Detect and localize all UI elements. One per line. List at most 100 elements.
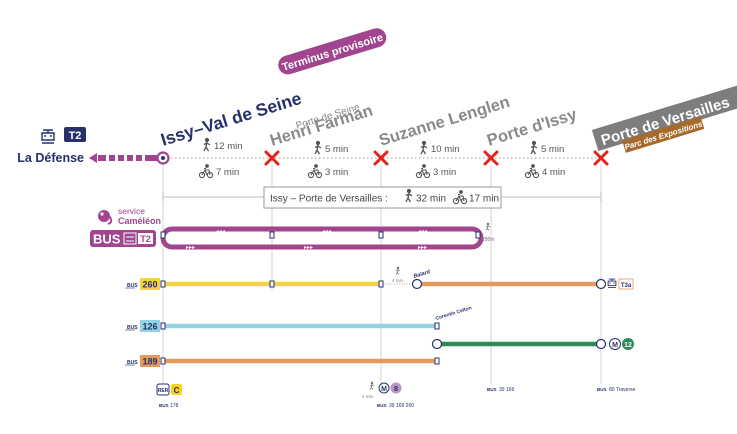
svg-text:▸▸▸: ▸▸▸ xyxy=(304,245,313,251)
station-labels: Issy–Val de Seine Terminus provisoire He… xyxy=(158,28,737,153)
segment-4: 5 min 4 min xyxy=(524,140,565,179)
tram-icon xyxy=(606,276,618,289)
walk-icon xyxy=(369,381,375,390)
lenglen-bus-lines: 39 169 260 xyxy=(389,403,414,409)
svg-text:◂◂◂: ◂◂◂ xyxy=(418,229,427,235)
metro-icon xyxy=(609,338,621,350)
porte-issy-bus-lines: 39 169 xyxy=(499,387,515,393)
segment-2: 5 min 3 min xyxy=(307,140,348,179)
bike-icon xyxy=(198,164,214,179)
bus-260-tag: BUS xyxy=(127,283,138,289)
tram-icon xyxy=(123,232,137,245)
shuttle-service: service Caméléon BUS T2 ◂◂◂ ◂◂◂ ◂◂◂ ▸▸▸ … xyxy=(90,206,495,251)
bus-260-transfer-walk: 4 min xyxy=(392,278,404,283)
station-name-porte-de-versailles: Porte de Versailles xyxy=(599,94,732,149)
bike-icon xyxy=(524,164,540,179)
bus-189-tag: BUS xyxy=(127,360,138,366)
total-walk-time: 32 min xyxy=(416,194,446,205)
segment-4-bike-time: 4 min xyxy=(542,167,565,178)
station-issy-marker[interactable] xyxy=(156,151,170,165)
segment-2-bike-time: 3 min xyxy=(325,167,348,178)
connections: RER C BUS 178 4 min M 8 BUS 39 169 260 B… xyxy=(156,381,636,409)
rer-c-badge xyxy=(171,384,182,395)
bus-126-tag: BUS xyxy=(127,325,138,331)
stop-corentin-celton-label: Corentin Celton xyxy=(435,305,473,322)
bus-260-number: 260 xyxy=(142,280,157,290)
total-time-label: Issy – Porte de Versailles : xyxy=(270,194,388,205)
walk-icon xyxy=(314,140,322,155)
bus-line-260[interactable]: BUS 260 4 min Balard T3a xyxy=(125,266,634,290)
shuttle-tram-label: T2 xyxy=(140,234,151,244)
segment-2-walk-time: 5 min xyxy=(325,144,348,155)
issy-bus-tag: BUS xyxy=(159,403,169,408)
metro-icon xyxy=(378,382,390,394)
metro-8-walk-time: 4 min xyxy=(362,394,374,399)
metro-8-m-label: M xyxy=(381,386,387,393)
tram-line-label: T2 xyxy=(69,130,82,142)
bus-line-126[interactable]: BUS 126 Corentin Celton xyxy=(125,305,472,332)
bike-icon xyxy=(415,164,431,179)
bus-189-badge xyxy=(140,355,160,367)
walk-icon xyxy=(420,140,428,155)
chameleon-icon xyxy=(98,210,113,225)
svg-text:◂◂◂: ◂◂◂ xyxy=(216,229,225,235)
connection-issy: RER C BUS 178 xyxy=(156,383,182,409)
tram-line-badge xyxy=(64,127,86,142)
bus-126-number: 126 xyxy=(142,322,157,332)
metro-8-badge xyxy=(390,382,402,394)
porte-issy-bus-tag: BUS xyxy=(487,387,497,392)
shuttle-service-label: service xyxy=(118,206,145,216)
metro-12-m-label: M xyxy=(612,342,618,349)
bus-line-189[interactable]: M 12 BUS 189 xyxy=(125,338,634,367)
stop-balard-label: Balard xyxy=(413,269,432,280)
svg-text:▸▸▸: ▸▸▸ xyxy=(186,245,195,251)
versailles-bus-lines: 80 Traverse xyxy=(609,387,636,393)
station-porte-de-versailles-label: Porte de Versailles xyxy=(591,85,737,151)
segment-1-bike-time: 7 min xyxy=(216,167,239,178)
t3a-badge xyxy=(618,278,634,290)
total-bike-time: 17 min xyxy=(469,194,499,205)
rer-label: RER xyxy=(158,388,169,394)
bus-126-badge xyxy=(140,320,160,332)
rer-icon xyxy=(156,383,170,396)
versailles-bus-tag: BUS xyxy=(597,387,607,392)
bike-icon xyxy=(307,164,323,179)
shuttle-walk-note: 150m xyxy=(482,237,495,243)
tram-icon xyxy=(39,126,57,144)
segment-3-bike-time: 3 min xyxy=(433,167,456,178)
direction-label: La Défense xyxy=(17,151,84,165)
t3a-label: T3a xyxy=(621,283,632,289)
walk-icon xyxy=(530,140,538,155)
rer-c-label: C xyxy=(174,386,180,395)
tram-legend: T2 La Défense xyxy=(17,126,159,165)
segment-3: 10 min 3 min xyxy=(415,140,460,179)
walk-icon xyxy=(485,222,491,231)
total-time-box xyxy=(263,186,502,209)
walk-icon xyxy=(395,266,401,275)
walk-icon xyxy=(203,137,211,152)
terminus-badge: Terminus provisoire xyxy=(278,28,387,75)
connection-porte-d-issy: BUS 39 169 xyxy=(487,387,515,393)
closed-porte-de-versailles-icon xyxy=(593,150,609,166)
issy-bus-lines: 178 xyxy=(170,403,179,409)
closed-suzanne-lenglen-icon xyxy=(373,150,389,166)
segment-4-walk-time: 5 min xyxy=(541,144,564,155)
direction-arrow xyxy=(89,153,159,163)
svg-text:◂◂◂: ◂◂◂ xyxy=(322,229,331,235)
lenglen-bus-tag: BUS xyxy=(377,403,387,408)
bus-260-badge xyxy=(140,278,160,290)
connection-porte-de-versailles: BUS 80 Traverse xyxy=(597,387,636,393)
shuttle-stops xyxy=(160,231,481,239)
shuttle-arrows: ◂◂◂ ◂◂◂ ◂◂◂ ▸▸▸ ▸▸▸ ▸▸▸ xyxy=(186,229,427,251)
segment-times: 12 min 7 min 5 min 3 min 10 min 3 min 5 … xyxy=(198,137,565,179)
metro-12-badge xyxy=(622,338,634,350)
metro-8-label: 8 xyxy=(394,386,398,393)
shuttle-name: Caméléon xyxy=(118,216,161,226)
segment-1-walk-time: 12 min xyxy=(214,141,243,152)
svg-text:▸▸▸: ▸▸▸ xyxy=(418,245,427,251)
metro-12-label: 12 xyxy=(624,342,632,349)
segment-1: 12 min 7 min xyxy=(198,137,243,179)
shuttle-bus-label: BUS xyxy=(93,232,121,247)
segment-3-walk-time: 10 min xyxy=(431,144,460,155)
